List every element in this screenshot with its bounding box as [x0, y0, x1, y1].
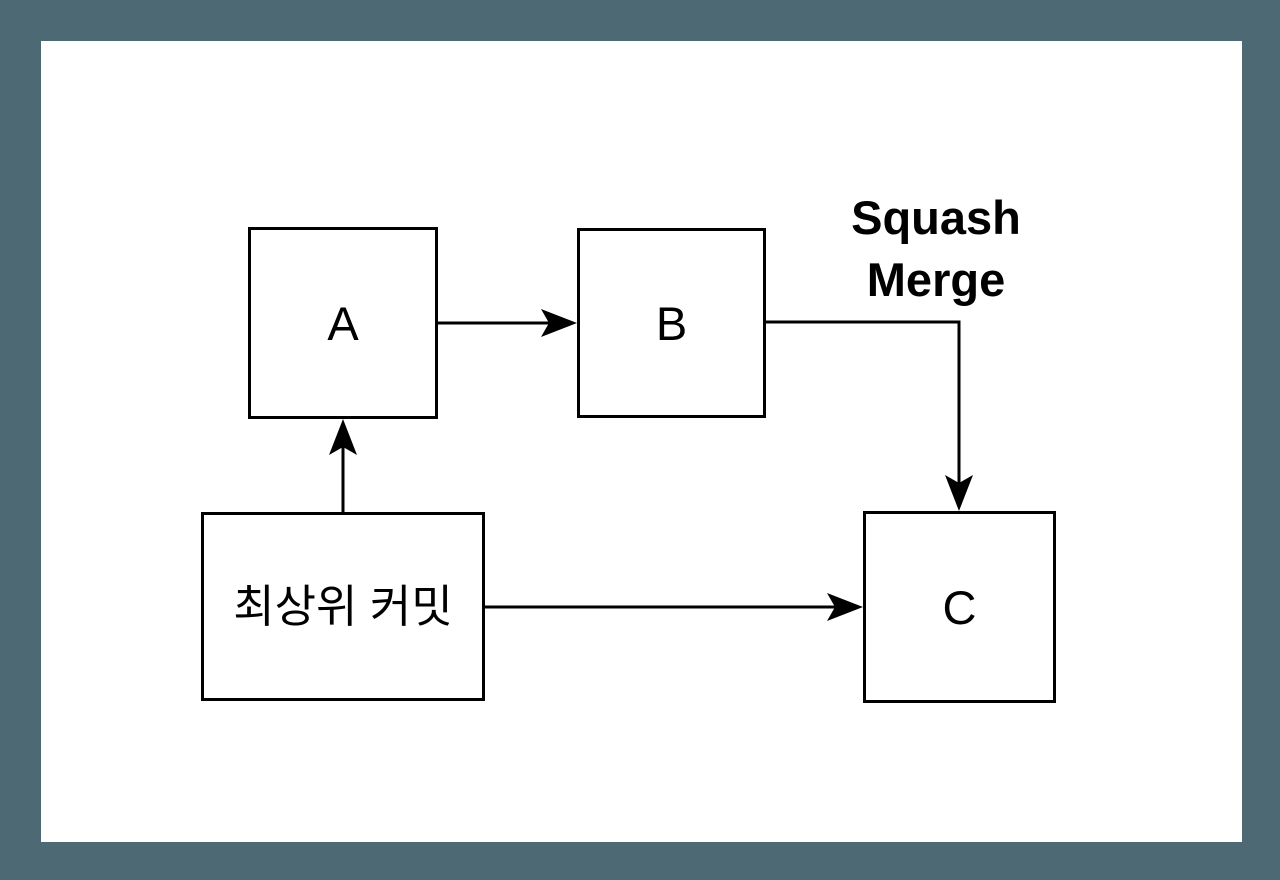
node-b-label: B: [655, 296, 688, 350]
node-top-commit: 최상위 커밋: [201, 512, 485, 701]
node-a: A: [248, 227, 438, 419]
squash-merge-edge-label: Squash Merge: [851, 191, 1021, 306]
diagram-canvas: A B C 최상위 커밋 Squash Merge: [41, 41, 1242, 842]
edge-top-commit-to-c: [485, 593, 863, 621]
node-a-label: A: [327, 296, 359, 350]
edge-b-to-c: [766, 320, 973, 511]
node-c: C: [863, 511, 1056, 703]
node-top-commit-label: 최상위 커밋: [233, 581, 453, 632]
edge-top-commit-to-a: [329, 419, 357, 512]
node-b: B: [577, 228, 766, 418]
node-c-label: C: [942, 580, 977, 634]
arrowhead-down-icon: [945, 475, 973, 511]
edge-a-to-b: [438, 309, 577, 337]
arrowhead-up-icon: [329, 419, 357, 455]
edges-layer: [329, 309, 973, 621]
arrowhead-right-icon: [827, 593, 863, 621]
arrowhead-right-icon: [541, 309, 577, 337]
